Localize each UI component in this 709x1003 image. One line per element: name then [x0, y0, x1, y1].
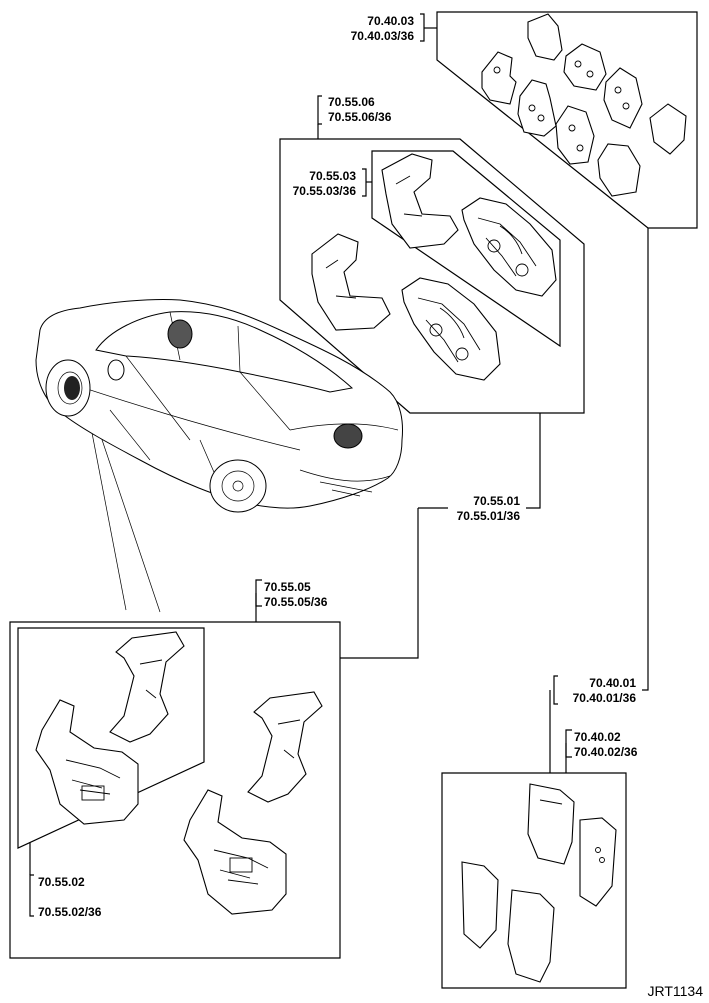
callout-70-55-05: 70.55.05 70.55.05/36: [264, 580, 328, 609]
brake-pad: [481, 51, 517, 105]
front-brake-pads-group: [436, 11, 698, 229]
callout-70-55-06-variant: 70.55.06/36: [328, 110, 392, 124]
callout-70-55-02: 70.55.02 70.55.02/36: [38, 875, 102, 919]
callout-70-55-02-variant: 70.55.02/36: [38, 905, 102, 919]
callout-70-55-03: 70.55.03 70.55.03/36: [293, 169, 357, 198]
rear-carrier-bracket: [247, 691, 323, 803]
caliper-carrier-bracket: [381, 153, 459, 249]
rear-caliper: [35, 699, 139, 825]
leader-lines: [29, 13, 649, 917]
callout-70-55-05-variant: 70.55.05/36: [264, 595, 328, 609]
caliper-carrier-bracket: [311, 233, 391, 331]
callout-70-40-01: 70.40.01 70.40.01/36: [573, 676, 637, 705]
callout-70-55-03-variant: 70.55.03/36: [293, 184, 357, 198]
rear-carrier-bracket: [109, 631, 185, 743]
brake-pad: [579, 817, 617, 907]
rear-brake-pads-group: [441, 772, 627, 989]
callout-70-40-03-code: 70.40.03: [367, 14, 414, 28]
callout-70-40-02-variant: 70.40.02/36: [574, 745, 638, 759]
callout-70-40-03: 70.40.03 70.40.03/36: [351, 14, 415, 43]
callout-70-55-06-code: 70.55.06: [328, 95, 375, 109]
caliper-location-marker: [167, 319, 363, 449]
brake-pad: [597, 143, 641, 197]
callout-70-40-03-variant: 70.40.03/36: [351, 29, 415, 43]
brake-pad: [649, 103, 687, 155]
callout-70-55-01-variant: 70.55.01/36: [457, 509, 521, 523]
front-caliper-group: [279, 138, 585, 414]
rear-wheel: [209, 459, 267, 513]
callout-70-40-02-code: 70.40.02: [574, 730, 621, 744]
callout-70-55-01: 70.55.01 70.55.01/36: [457, 494, 521, 523]
brake-pad: [527, 783, 575, 865]
brake-pad: [527, 13, 563, 61]
front-wheel: [45, 359, 91, 417]
callout-70-55-05-code: 70.55.05: [264, 580, 311, 594]
brake-pad: [555, 105, 595, 165]
callout-70-40-01-variant: 70.40.01/36: [573, 691, 637, 705]
brake-pad: [507, 889, 555, 983]
callout-70-55-03-code: 70.55.03: [309, 169, 356, 183]
callout-70-55-06: 70.55.06 70.55.06/36: [328, 95, 392, 124]
vehicle-illustration: [35, 298, 403, 513]
front-caliper: [461, 197, 557, 297]
figure-reference: JRT1134: [647, 983, 703, 999]
rear-caliper-group: [9, 621, 341, 959]
callout-70-40-02: 70.40.02 70.40.02/36: [574, 730, 638, 759]
callout-70-55-01-code: 70.55.01: [473, 494, 520, 508]
rear-caliper: [183, 789, 287, 915]
callout-70-55-02-code: 70.55.02: [38, 875, 85, 889]
brake-pad: [603, 67, 643, 129]
brake-pad: [517, 79, 557, 137]
brake-pad: [563, 43, 607, 91]
front-caliper: [401, 277, 501, 381]
callout-70-40-01-code: 70.40.01: [589, 676, 636, 690]
brake-pad: [461, 861, 499, 949]
